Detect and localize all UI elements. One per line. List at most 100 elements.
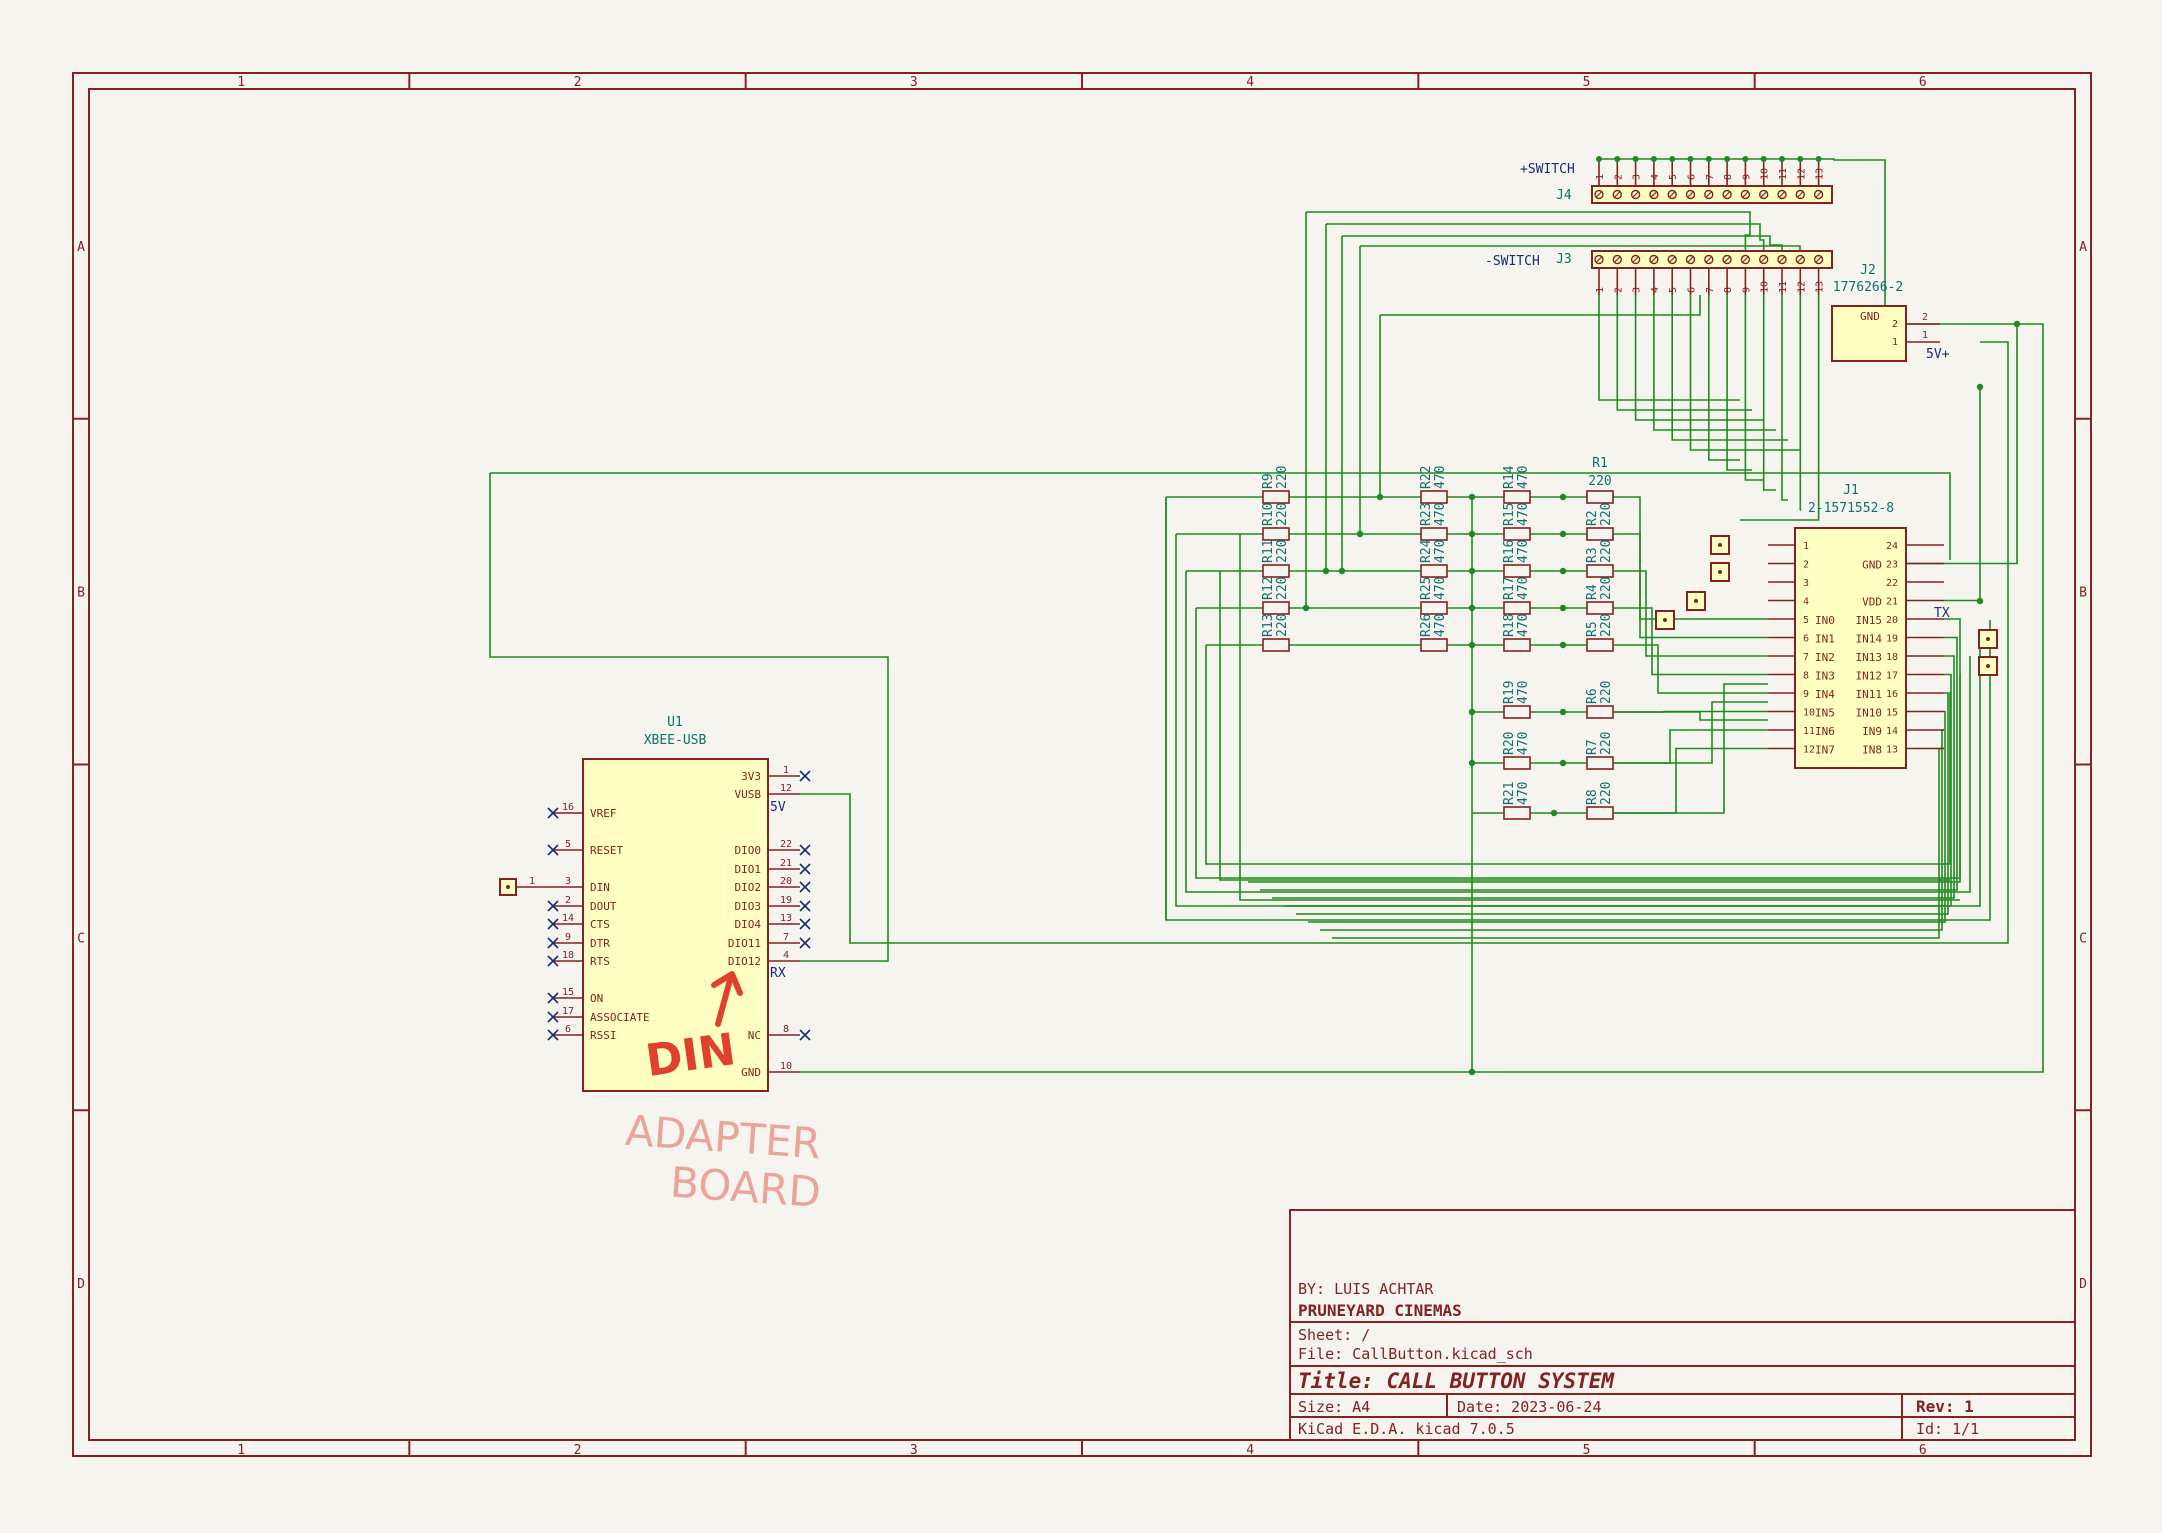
- no-connect-icon: [547, 937, 559, 949]
- j1-pin-number: 22: [1886, 578, 1898, 589]
- u1-pin-name: ASSOCIATE: [590, 1011, 650, 1024]
- tb-title: Title: CALL BUTTON SYSTEM: [1298, 1369, 1615, 1393]
- resistor-ref: R22: [1419, 466, 1434, 489]
- j4-pin-number: 5: [1668, 174, 1679, 180]
- title-block: BY: LUIS ACHTAR PRUNEYARD CINEMAS Sheet:…: [1289, 1209, 2076, 1441]
- tb-date: Date: 2023-06-24: [1457, 1398, 1602, 1416]
- j2-connector[interactable]: J2 1776266-2 GND 2 1 2 1 5V+: [1831, 263, 1950, 362]
- resistor-ref: R17: [1502, 577, 1517, 600]
- j1-pin-number: 8: [1803, 671, 1809, 682]
- net-rx: RX: [770, 966, 786, 981]
- j4-label: +SWITCH: [1520, 162, 1575, 177]
- tb-size: Size: A4: [1298, 1398, 1370, 1416]
- j1-pin-name: IN1: [1815, 633, 1835, 646]
- j3-pin-number: 12: [1796, 281, 1807, 293]
- j3-pin-number: 13: [1815, 281, 1826, 293]
- no-connect-icon: [547, 918, 559, 930]
- resistor-value: 220: [1275, 577, 1290, 600]
- j1-pin-name: IN7: [1815, 744, 1835, 757]
- resistor-value: 220: [1275, 466, 1290, 489]
- j1-pin-name: IN5: [1815, 707, 1835, 720]
- u1-pin-name: NC: [748, 1029, 761, 1042]
- din-connector-pin: 1: [529, 876, 535, 887]
- resistor-value: 220: [1599, 681, 1614, 704]
- no-connect-icon: [799, 881, 811, 893]
- hand-annotation-din: DIN: [643, 971, 743, 1087]
- resistor-ref: R20: [1502, 732, 1517, 755]
- j4-pin-number: 8: [1723, 174, 1734, 180]
- j3-pin-number: 11: [1778, 281, 1789, 293]
- j2-value: 1776266-2: [1833, 280, 1903, 295]
- tb-author: BY: LUIS ACHTAR: [1298, 1280, 1434, 1298]
- u1-pin-name: VUSB: [735, 788, 762, 801]
- no-connect-icon: [547, 844, 559, 856]
- j3-ref: J3: [1556, 252, 1572, 267]
- j2-pin1-outer: 1: [1922, 330, 1928, 341]
- u1-pin-name: DTR: [590, 937, 610, 950]
- resistor-ref: R2: [1585, 510, 1600, 526]
- j4-pin-number: 7: [1705, 174, 1716, 180]
- resistor-ref: R6: [1585, 688, 1600, 704]
- j2-pin1-num: 1: [1892, 337, 1898, 348]
- small-connectors: [1655, 535, 1998, 676]
- u1-pin-number: 10: [780, 1061, 792, 1072]
- junction-dot: [1760, 156, 1767, 162]
- junction-dot: [1376, 493, 1384, 501]
- adapter-text-line2: BOARD: [669, 1158, 823, 1217]
- junction-dot: [1550, 809, 1558, 817]
- no-connect-icon: [547, 955, 559, 967]
- j4-pin-number: 4: [1650, 174, 1661, 180]
- u1-pin-name: DIO11: [728, 937, 761, 950]
- resistor-ref: R8: [1585, 789, 1600, 805]
- u1-pin-number: 7: [783, 932, 789, 943]
- resistor-value: 470: [1433, 577, 1448, 600]
- j3-pin-number: 10: [1760, 281, 1771, 293]
- junction-dot: [1815, 156, 1822, 162]
- resistor-ref: R16: [1502, 540, 1517, 563]
- resistor-ref: R19: [1502, 681, 1517, 704]
- grid-row-left: B: [77, 586, 85, 601]
- u1-pin-name: DIO0: [735, 844, 762, 857]
- junction-dot: [1632, 156, 1639, 162]
- j4-pin-number: 3: [1632, 174, 1643, 180]
- j1-pin-name: IN14: [1856, 633, 1883, 646]
- junction-dot: [1559, 493, 1567, 501]
- j1-pin-number: 12: [1803, 745, 1815, 756]
- j1-pin-name: GND: [1862, 559, 1882, 572]
- j1-pin-name: IN0: [1815, 614, 1835, 627]
- j2-body: [1831, 305, 1907, 362]
- junction-dot: [1650, 156, 1657, 162]
- resistor-ref: R7: [1585, 739, 1600, 755]
